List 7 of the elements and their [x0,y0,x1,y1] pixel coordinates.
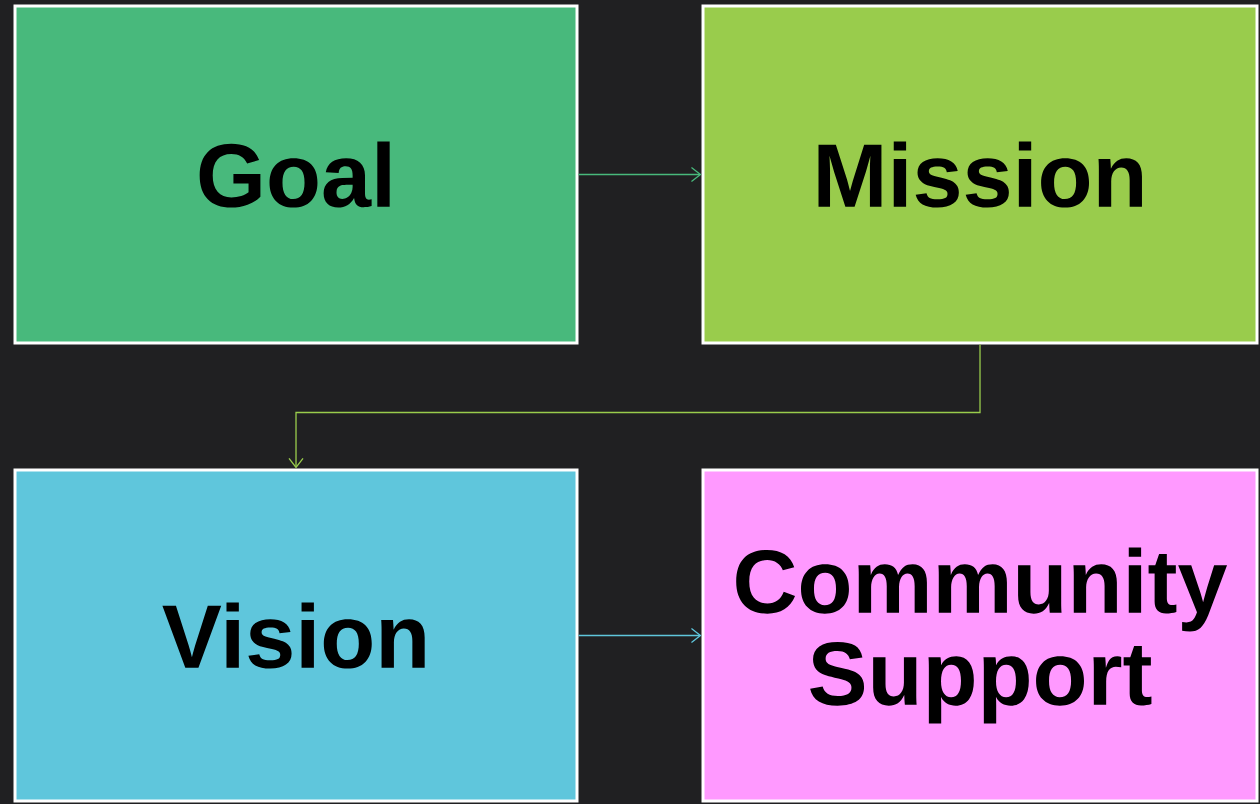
text-box: Goal [13,4,579,345]
arrow [577,166,702,183]
text-box: Vision [13,468,579,803]
arrow [577,627,702,644]
text-box: Mission [701,4,1259,345]
arrow [288,343,981,469]
text-box: Community Support [701,468,1259,803]
